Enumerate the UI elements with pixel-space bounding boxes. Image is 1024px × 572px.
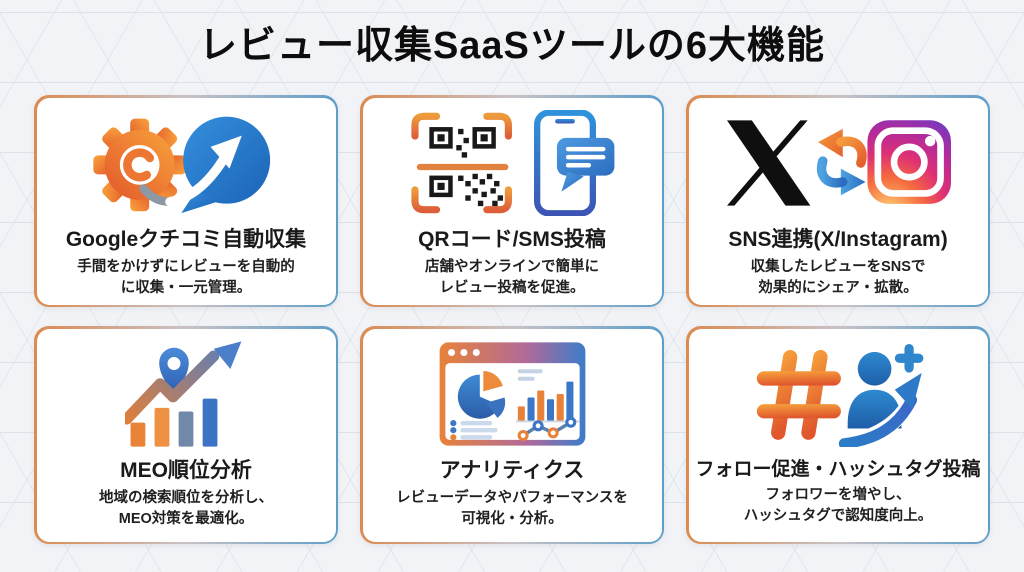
card-description: レビューデータやパフォーマンスを 可視化・分析。 (396, 489, 628, 527)
feature-card-qr-sms: QRコード/SMS投稿 店舗やオンラインで簡単に レビュー投稿を促進。 (360, 95, 664, 308)
meo-rank-icon (125, 341, 247, 447)
follow-hashtag-icon (749, 341, 927, 447)
card-description: 店舗やオンラインで簡単に レビュー投稿を促進。 (425, 258, 599, 296)
feature-grid: Googleクチコミ自動収集 手間をかけずにレビューを自動的 に収集・一元管理。 (0, 95, 1024, 545)
card-description: 地域の検索順位を分析し、 MEO対策を最適化。 (99, 489, 273, 527)
card-title: MEO順位分析 (120, 458, 252, 482)
feature-card-meo: MEO順位分析 地域の検索順位を分析し、 MEO対策を最適化。 (34, 326, 338, 545)
page-title: レビュー収集SaaSツールの6大機能 (198, 25, 826, 67)
card-description: 収集したレビューをSNSで 効果的にシェア・拡散。 (750, 258, 926, 296)
card-title: SNS連携(X/Instagram) (728, 227, 948, 251)
card-description: フォロワーを増やし、 ハッシュタグで認知度向上。 (743, 486, 933, 524)
gear-sync-icon (86, 110, 286, 216)
feature-card-google-review: Googleクチコミ自動収集 手間をかけずにレビューを自動的 に収集・一元管理。 (34, 95, 338, 308)
feature-card-analytics: アナリティクス レビューデータやパフォーマンスを 可視化・分析。 (360, 326, 664, 545)
sns-link-icon (725, 110, 951, 216)
card-title: QRコード/SMS投稿 (418, 227, 606, 251)
qr-sms-icon (405, 109, 619, 216)
feature-card-follow-hashtag: フォロー促進・ハッシュタグ投稿 フォロワーを増やし、 ハッシュタグで認知度向上。 (686, 326, 990, 545)
feature-card-sns-link: SNS連携(X/Instagram) 収集したレビューをSNSで 効果的にシェア… (686, 95, 990, 308)
card-title: アナリティクス (439, 458, 585, 482)
analytics-icon (438, 341, 587, 447)
card-description: 手間をかけずにレビューを自動的 に収集・一元管理。 (77, 258, 295, 296)
card-title: フォロー促進・ハッシュタグ投稿 (695, 458, 981, 480)
card-title: Googleクチコミ自動収集 (65, 227, 307, 251)
